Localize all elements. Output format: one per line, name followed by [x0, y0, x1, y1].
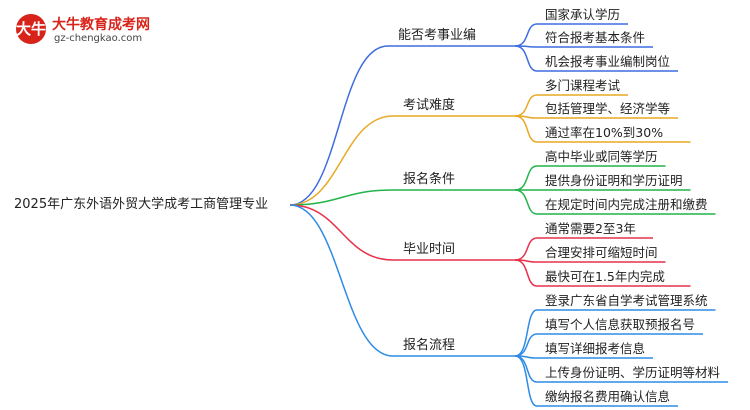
- logo-url: gz-chengkao.com: [54, 33, 143, 44]
- branch-connector: [289, 189, 515, 206]
- leaf-connector: [514, 45, 678, 72]
- branch-connector: [289, 204, 515, 261]
- leaf-connector: [514, 115, 691, 143]
- leaf-label: 上传身份证明、学历证明等材料: [545, 365, 721, 380]
- branch-label: 考试难度: [403, 98, 456, 113]
- leaf-connector: [514, 259, 691, 287]
- leaf-connector: [514, 355, 678, 407]
- leaf-label: 填写详细报考信息: [545, 341, 646, 356]
- leaf-label: 登录广东省自学考试管理系统: [545, 293, 708, 308]
- branch-connector: [289, 45, 515, 206]
- leaf-label: 缴纳报名费用确认信息: [545, 389, 671, 404]
- leaf-label: 通常需要2至3年: [545, 221, 636, 236]
- leaf-label: 在规定时间内完成注册和缴费: [545, 197, 708, 212]
- leaf-label: 最快可在1.5年内完成: [545, 269, 665, 284]
- leaf-label: 包括管理学、经济学等: [545, 101, 671, 116]
- branch-label: 报名条件: [403, 172, 456, 187]
- logo-title: 大牛教育成考网: [52, 17, 150, 33]
- leaf-connector: [514, 237, 653, 261]
- leaf-label: 合理安排可缩短时间: [545, 245, 658, 260]
- branch-label: 毕业时间: [403, 242, 456, 257]
- branch-connector: [289, 115, 515, 206]
- leaf-connector: [514, 45, 653, 48]
- leaf-label: 国家承认学历: [545, 7, 621, 22]
- leaf-connector: [514, 189, 716, 215]
- logo-icon: 大牛: [16, 14, 46, 44]
- leaf-connector: [514, 23, 628, 47]
- branch-connector: [289, 204, 515, 357]
- branch-label: 能否考事业编: [398, 28, 477, 43]
- leaf-label: 通过率在10%到30%: [545, 125, 664, 140]
- leaf-connector: [514, 333, 703, 357]
- leaf-label: 机会报考事业编制岗位: [545, 54, 671, 69]
- leaf-connector: [514, 165, 666, 191]
- leaf-connector: [514, 94, 628, 117]
- leaf-label: 填写个人信息获取预报名号: [545, 317, 696, 332]
- leaf-label: 高中毕业或同等学历: [545, 149, 658, 164]
- leaf-label: 符合报考基本条件: [545, 30, 646, 45]
- branch-label: 报名流程: [403, 338, 456, 353]
- leaf-label: 多门课程考试: [545, 78, 621, 93]
- root-topic: 2025年广东外语外贸大学成考工商管理专业: [14, 197, 269, 212]
- leaf-label: 提供身份证明和学历证明: [545, 173, 683, 188]
